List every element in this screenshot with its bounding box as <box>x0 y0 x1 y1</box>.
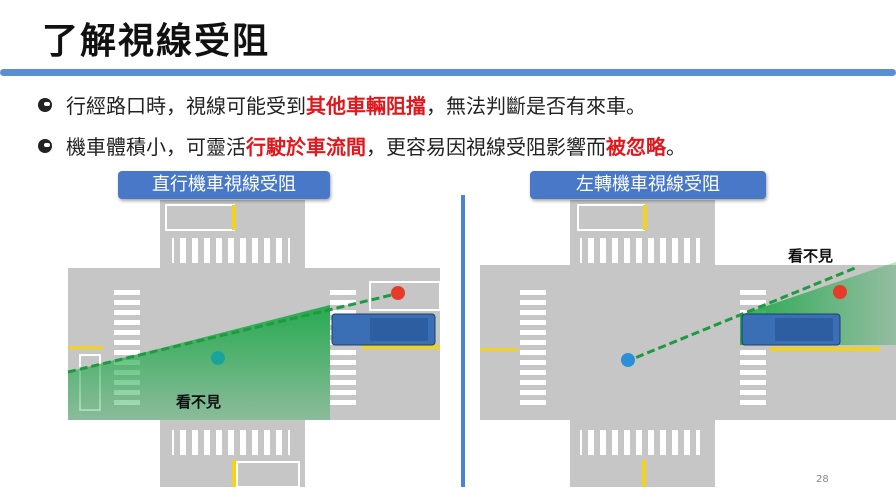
blind-spot-text: 看不見 <box>788 247 834 265</box>
page-title: 了解視線受阻 <box>42 21 271 62</box>
bullet-highlight: 被忽略 <box>606 135 666 159</box>
panel-divider <box>461 195 465 487</box>
diagram-label-left-turn: 左轉機車視線受阻 <box>530 171 766 199</box>
bullet-text: ，更容易因視線受阻影響而 <box>366 135 606 159</box>
bullet-highlight: 行駛於車流間 <box>246 135 366 159</box>
helmet-bullet-icon <box>38 139 52 153</box>
blind-spot-text: 看不見 <box>176 393 222 411</box>
bullet-text: 行經路口時，視線可能受到 <box>66 94 306 118</box>
motorcycle-icon <box>391 286 405 300</box>
motorcycle-icon <box>211 351 225 365</box>
bullet-text: ，無法判斷是否有來車。 <box>426 94 646 118</box>
intersection-straight <box>67 200 441 488</box>
helmet-bullet-icon <box>38 98 52 112</box>
bullet-text: 。 <box>666 135 686 159</box>
bullet-highlight: 其他車輛阻擋 <box>306 94 426 118</box>
bullet-1: 行經路口時，視線可能受到其他車輛阻擋，無法判斷是否有來車。 <box>38 90 646 119</box>
diagram-label-straight: 直行機車視線受阻 <box>118 171 330 199</box>
motorcycle-icon <box>621 353 635 367</box>
page-number: 28 <box>816 474 829 485</box>
motorcycle-icon <box>833 285 847 299</box>
title-divider <box>0 69 896 76</box>
bullet-text: 機車體積小，可靈活 <box>66 135 246 159</box>
intersection-left-turn <box>480 200 896 487</box>
bullet-2: 機車體積小，可靈活行駛於車流間，更容易因視線受阻影響而被忽略。 <box>38 131 686 160</box>
